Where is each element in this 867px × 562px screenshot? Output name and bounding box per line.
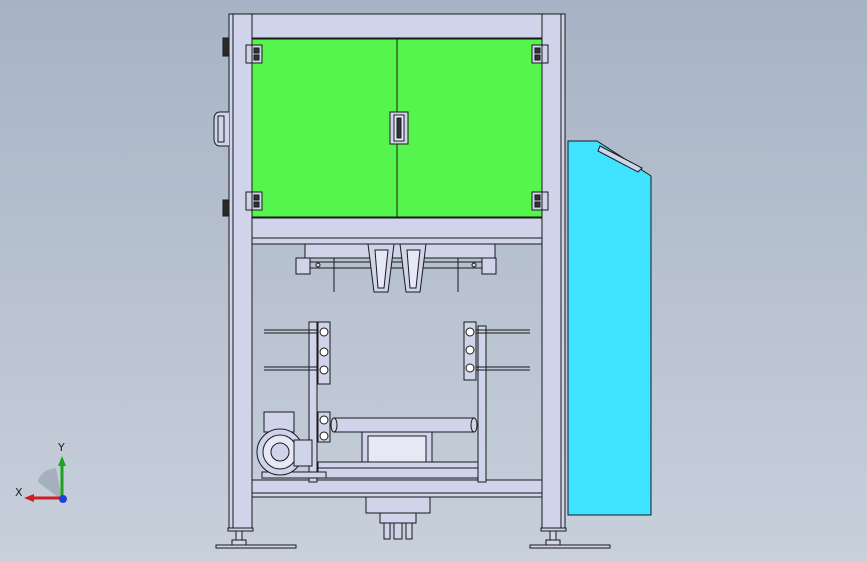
y-axis-label: Y [58, 441, 65, 454]
roller-shaft [317, 411, 478, 443]
machine-frame[interactable] [227, 13, 567, 532]
lower-carriage [261, 431, 479, 479]
film-holder-left [264, 321, 331, 483]
x-axis-label: X [15, 486, 23, 499]
bottom-drive-assembly [365, 496, 431, 540]
film-holder-right [463, 321, 530, 483]
leveling-foot-left [215, 530, 297, 549]
drive-motor[interactable] [256, 411, 313, 476]
leveling-foot-right [529, 530, 611, 549]
door-latch[interactable] [389, 111, 409, 145]
side-handle[interactable] [213, 111, 229, 147]
side-latch-top [222, 37, 230, 57]
door-hinges [245, 44, 549, 211]
coordinate-triad [24, 456, 67, 503]
discharge-chutes [295, 243, 497, 293]
side-latch-bottom [222, 199, 230, 217]
door-left[interactable] [251, 38, 398, 218]
control-cabinet[interactable] [567, 140, 652, 516]
door-right[interactable] [396, 38, 543, 218]
